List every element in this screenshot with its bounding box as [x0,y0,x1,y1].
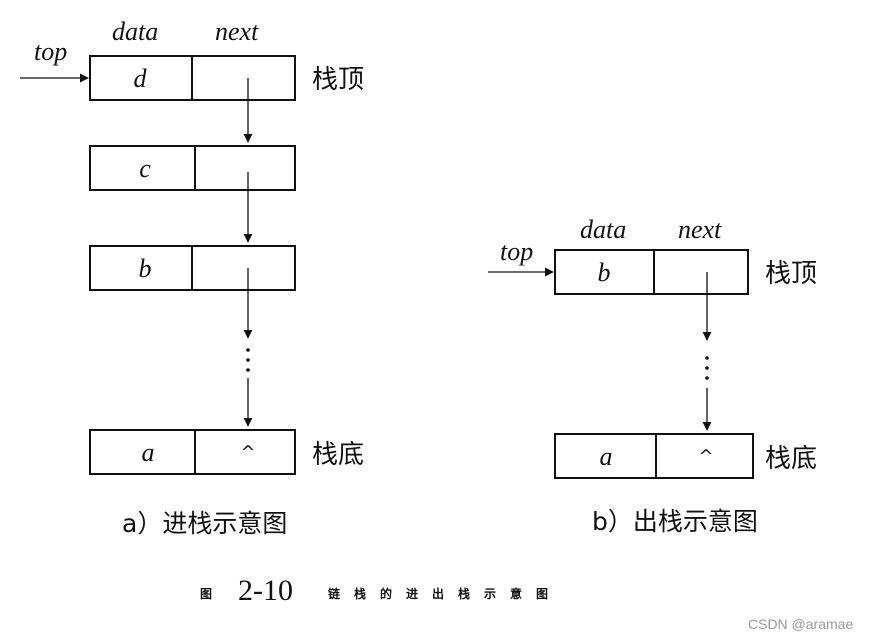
right-header-next-label: next [678,215,722,244]
left-stack-top-label: 栈顶 [312,65,364,95]
figure-caption-title: 链栈的进出栈示意图 [328,586,562,601]
right-ellipsis-dot-2 [705,366,709,370]
watermark: CSDN @aramae [748,616,853,632]
left-ellipsis-dot-2 [246,358,250,362]
left-node-d: d [89,55,296,101]
left-node-a: a ^ [89,429,296,475]
right-node-b-box [554,249,749,295]
left-node-d-data: d [134,64,148,93]
left-top-pointer-label: top [34,37,67,66]
left-node-a-data: a [142,438,155,467]
left-node-c-data: c [139,154,151,183]
left-stack-bottom-label: 栈底 [312,440,364,470]
figure-caption: 图 2-10 链栈的进出栈示意图 [200,574,562,607]
left-caption: a）进栈示意图 [122,509,287,538]
right-ellipsis [705,356,709,380]
left-header-data-label: data [112,17,158,46]
left-node-c: c [89,145,296,191]
right-node-a: a ^ [554,433,754,479]
right-node-b-data: b [598,258,611,287]
left-node-a-box [89,429,296,475]
figure-caption-number: 2-10 [238,574,293,607]
right-stack-top-label: 栈顶 [765,259,817,289]
right-ellipsis-dot-3 [705,376,709,380]
figure-caption-prefix: 图 [200,587,226,601]
right-header-data-label: data [580,215,626,244]
left-ellipsis-dot-3 [246,368,250,372]
left-node-b-data: b [139,254,152,283]
right-caption: b）出栈示意图 [592,507,758,536]
right-top-pointer-label: top [500,237,533,266]
right-node-a-next-null: ^ [698,446,713,467]
right-node-a-data: a [600,442,613,471]
right-ellipsis-dot-1 [705,356,709,360]
right-node-b: b [554,249,749,295]
left-node-b: b [89,245,296,291]
right-stack: data next top b 栈顶 a ^ 栈底 b）出栈示意图 [488,215,817,536]
left-node-a-next-null: ^ [240,442,255,463]
right-stack-bottom-label: 栈底 [765,444,817,474]
right-node-a-box [554,433,754,479]
left-node-c-box [89,145,296,191]
left-ellipsis-dot-1 [246,348,250,352]
left-header-next-label: next [215,17,259,46]
left-ellipsis [246,348,250,372]
left-stack: data next top d 栈顶 c b [20,17,364,538]
